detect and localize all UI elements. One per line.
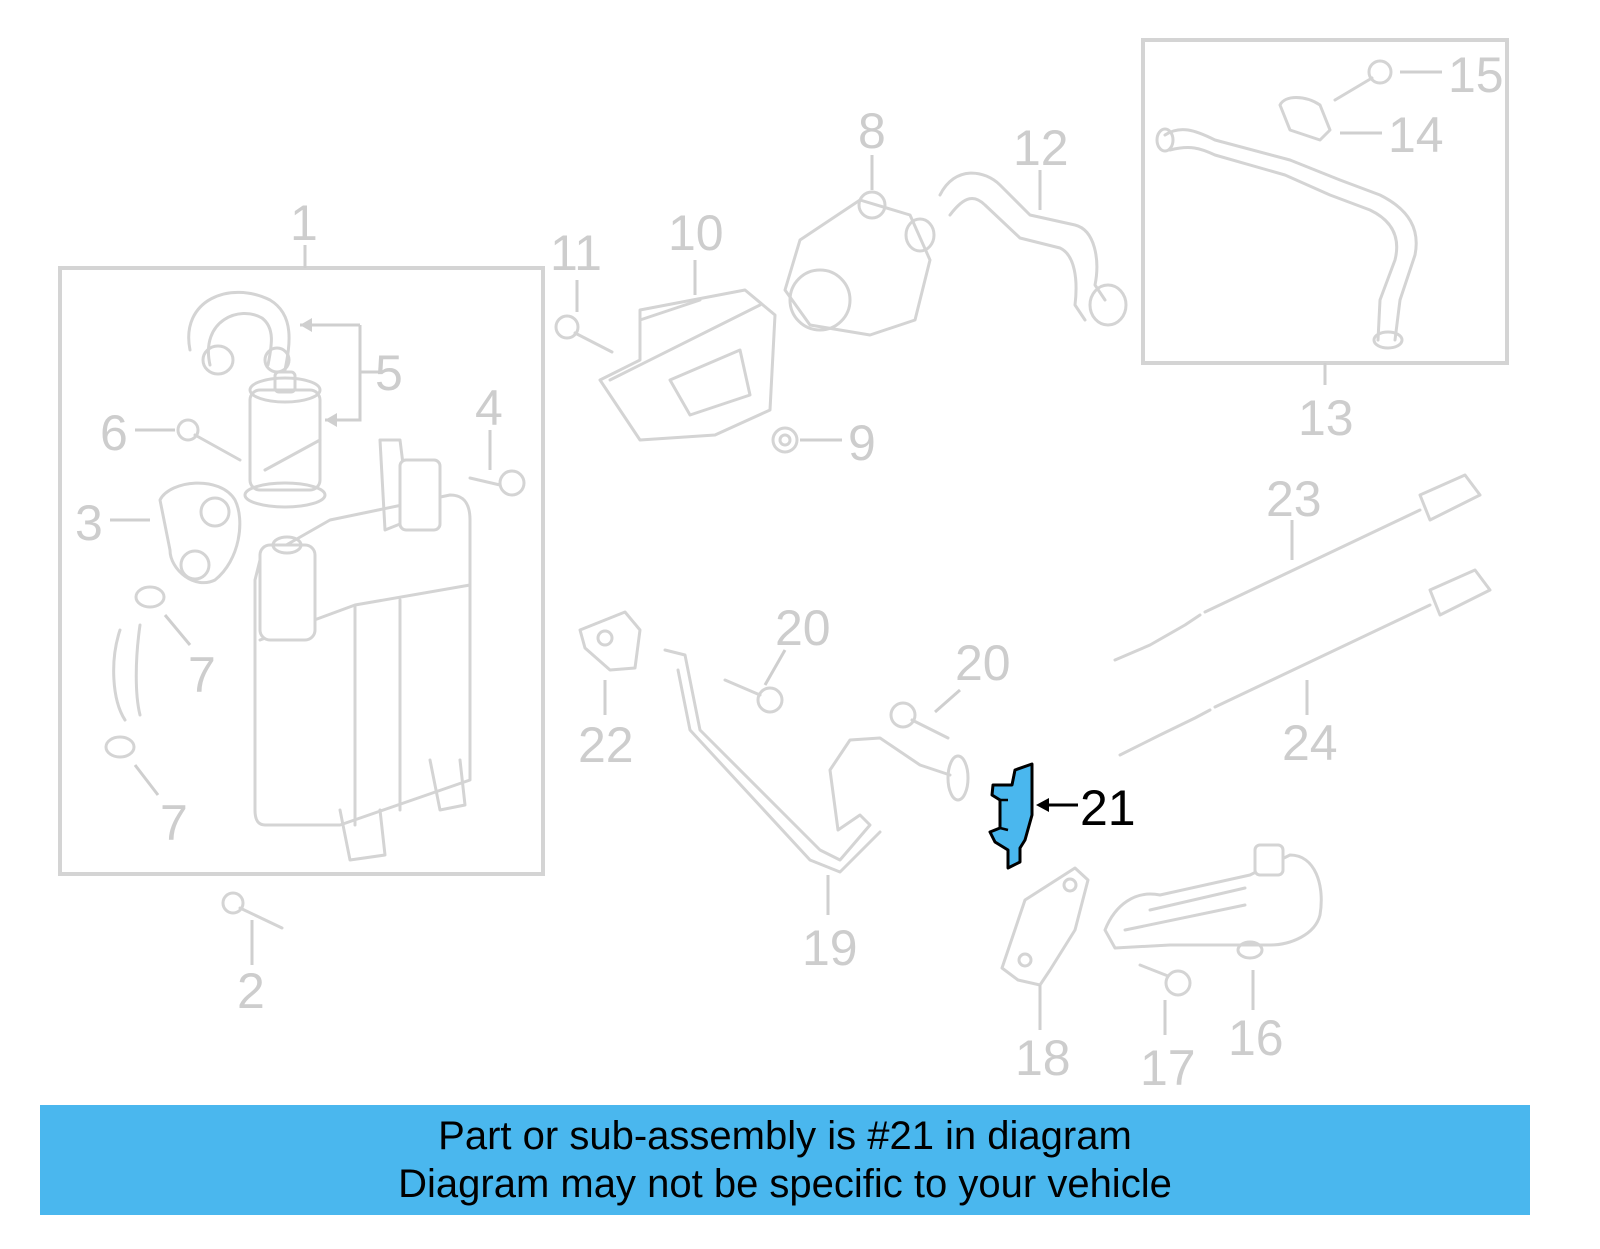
- bolt-part-6: [176, 418, 242, 462]
- oxygen-sensor-part-23: [1113, 473, 1482, 662]
- cooler-part-16: [1103, 843, 1323, 960]
- bracket-part-14: [1278, 96, 1332, 142]
- callout-4[interactable]: 4: [475, 380, 503, 436]
- callout-11[interactable]: 11: [550, 225, 602, 281]
- callout-15[interactable]: 15: [1448, 47, 1504, 103]
- callout-23[interactable]: 23: [1266, 471, 1322, 527]
- charcoal-canister-part: [253, 438, 472, 862]
- banner-line-1: Part or sub-assembly is #21 in diagram: [438, 1114, 1132, 1158]
- clamp-part-7: [104, 585, 166, 759]
- bolt-part-4: [468, 469, 526, 497]
- callout-17[interactable]: 17: [1140, 1040, 1196, 1096]
- bolt-part-11: [554, 314, 614, 354]
- callout-14[interactable]: 14: [1388, 107, 1444, 163]
- hose-part-5: [187, 290, 291, 376]
- bolt-part-2: [221, 891, 284, 930]
- callout-3[interactable]: 3: [75, 495, 103, 551]
- oxygen-sensor-part-24: [1118, 568, 1492, 757]
- pipe-part-19: [663, 648, 970, 874]
- hose-part-13: [1155, 127, 1418, 350]
- bolt-part-15: [1333, 59, 1393, 102]
- bolt-part-20b: [889, 701, 950, 740]
- bolt-part-17: [1138, 963, 1192, 997]
- banner-line-2: Diagram may not be specific to your vehi…: [398, 1162, 1172, 1206]
- callout-21[interactable]: 21: [1080, 780, 1136, 836]
- callout-2[interactable]: 2: [237, 963, 265, 1019]
- callout-24[interactable]: 24: [1282, 715, 1338, 771]
- callout-6[interactable]: 6: [100, 405, 128, 461]
- gasket-part-18: [1000, 866, 1090, 987]
- hose-part-12: [938, 171, 1128, 327]
- pump-part-8: [783, 190, 936, 337]
- callout-9[interactable]: 9: [848, 415, 876, 471]
- gasket-part-22: [578, 610, 642, 672]
- heat-shield-part-21[interactable]: [988, 762, 1034, 870]
- callout-10[interactable]: 10: [668, 205, 724, 261]
- nut-part-9: [771, 426, 799, 454]
- callout-16[interactable]: 16: [1228, 1010, 1284, 1066]
- purge-valve-part: [243, 370, 327, 509]
- bolt-part-20a: [723, 678, 784, 714]
- callout-18[interactable]: 18: [1015, 1030, 1071, 1086]
- callout-5[interactable]: 5: [375, 345, 403, 401]
- assembly-box-1: [58, 266, 545, 876]
- callout-13[interactable]: 13: [1298, 390, 1354, 446]
- info-banner: Part or sub-assembly is #21 in diagram D…: [40, 1105, 1530, 1215]
- callout-7a[interactable]: 7: [188, 647, 216, 703]
- callout-7b[interactable]: 7: [160, 795, 188, 851]
- callout-20b[interactable]: 20: [955, 635, 1011, 691]
- callout-1[interactable]: 1: [290, 195, 318, 251]
- callout-22[interactable]: 22: [578, 717, 634, 773]
- callout-20a[interactable]: 20: [775, 600, 831, 656]
- callout-19[interactable]: 19: [802, 920, 858, 976]
- bracket-part-10: [598, 288, 777, 442]
- valve-part-3: [158, 481, 242, 585]
- callout-12[interactable]: 12: [1013, 120, 1069, 176]
- callout-8[interactable]: 8: [858, 103, 886, 159]
